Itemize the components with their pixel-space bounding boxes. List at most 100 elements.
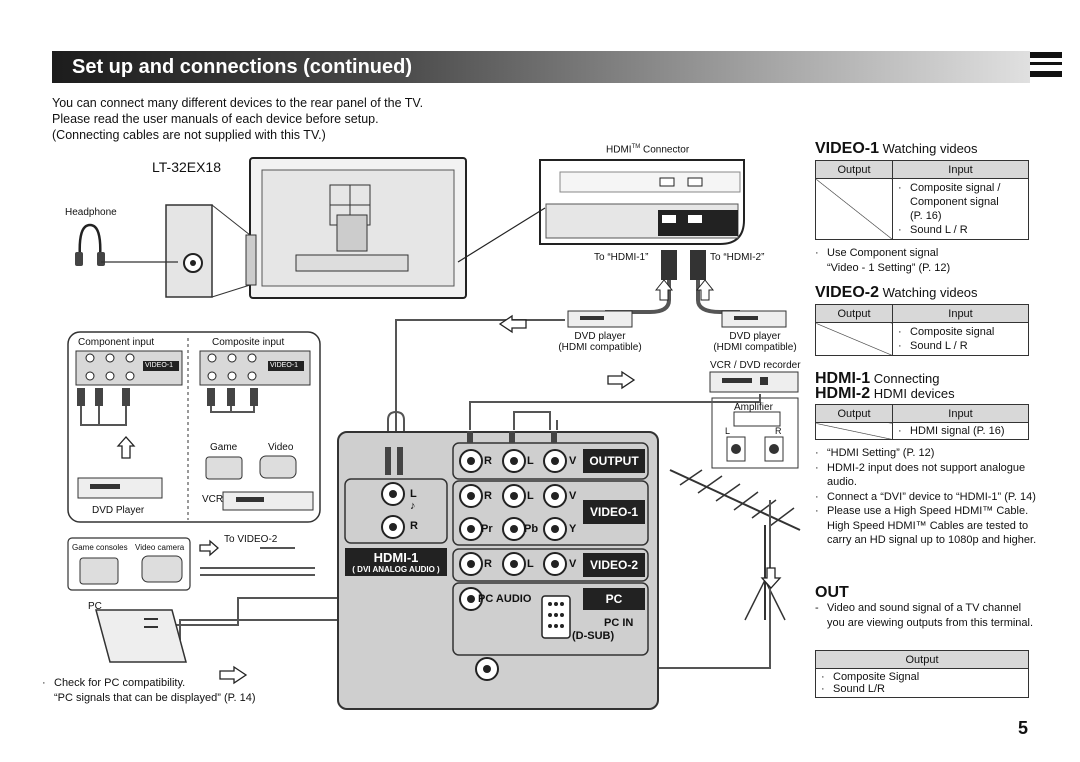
list-item: ·Connect a “DVI” device to “HDMI-1” (P. …	[815, 490, 1037, 505]
item-text: Composite Signal	[833, 671, 920, 683]
bullet-icon: ·	[898, 425, 902, 437]
bullet-icon: ·	[821, 683, 825, 695]
jack-label-pb: Pb	[524, 523, 539, 535]
dvd-player-subtitle: (HDMI compatible)	[713, 342, 797, 353]
bullet-icon: ·	[815, 447, 819, 459]
game-label: Game	[210, 442, 238, 453]
video-label: Video	[268, 442, 294, 453]
jack-label-r: R	[484, 455, 492, 467]
list-item: ·Composite signal /	[898, 181, 1023, 195]
pc-label: PC	[88, 601, 102, 612]
list-item: ·Please use a High Speed HDMI™ Cable. Hi…	[815, 504, 1037, 548]
hdmi1-heading: HDMI-1 Connecting	[815, 370, 940, 388]
list-item: ·HDMI-2 input does not support analogue …	[815, 461, 1037, 490]
hdmi-table: Output Input ·HDMI signal (P. 16)	[815, 404, 1029, 440]
music-note-icon: ♪	[410, 500, 416, 512]
list-item: ·Use Component signal	[815, 246, 1037, 261]
note-text: Please use a High Speed HDMI™ Cable. Hig…	[827, 505, 1037, 546]
jack-label-r: R	[410, 520, 418, 532]
table-header: Output	[815, 304, 893, 323]
table-cell: ·Composite signal / Component signal (P.…	[892, 178, 1029, 240]
hdmi-notes: ·“HDMI Setting” (P. 12) ·HDMI-2 input do…	[815, 446, 1037, 548]
headphone-label: Headphone	[65, 207, 117, 218]
dvd-player-hdmi-left	[567, 310, 633, 328]
table-cell-empty	[815, 322, 893, 356]
out-title: OUT	[815, 584, 849, 601]
hdmi-connector-label: HDMITM Connector	[606, 144, 689, 155]
video2-label: VIDEO-2	[583, 553, 645, 577]
dvd-player-hdmi-label: DVD player (HDMI compatible)	[700, 331, 810, 353]
video2-table: Output Input ·Composite signal ·Sound L …	[815, 304, 1029, 356]
intro-line: You can connect many different devices t…	[52, 96, 424, 110]
item-text: HDMI signal (P. 16)	[910, 425, 1005, 437]
jack-label-r: R	[484, 490, 492, 502]
video1-label: VIDEO-1	[583, 500, 645, 524]
table-header: Input	[892, 404, 1029, 423]
table-cell: ·Composite signal ·Sound L / R	[892, 322, 1029, 356]
note-text: Video and sound signal of a TV channel y…	[827, 602, 1034, 629]
pc-label-box: PC	[583, 588, 645, 610]
table-cell-empty	[815, 422, 893, 440]
dvi-audio-text: ( DVI ANALOG AUDIO )	[352, 565, 440, 574]
hdmi-connector-illustration	[457, 159, 745, 263]
list-item: ·Composite Signal	[821, 671, 1023, 683]
amplifier	[711, 397, 799, 469]
game-consoles-label: Game consoles	[72, 543, 128, 552]
dvd-player-label: DVD Player	[92, 505, 145, 516]
amplifier-left-label: L	[725, 426, 731, 436]
dash-icon: -	[815, 602, 819, 614]
item-text: Sound L / R	[910, 224, 968, 236]
video1-subtitle: Watching videos	[882, 141, 978, 156]
intro-line: (Connecting cables are not supplied with…	[52, 128, 326, 142]
video1-note: ·Use Component signal “Video - 1 Setting…	[815, 246, 1037, 275]
trademark-mark: TM	[631, 144, 641, 150]
jack-label-pr: Pr	[481, 523, 493, 535]
list-item: ·Check for PC compatibility.	[42, 676, 256, 691]
video2-title: VIDEO-2	[815, 284, 880, 301]
video-camera-label: Video camera	[135, 543, 185, 552]
section-header-bar	[52, 51, 1030, 83]
bullet-icon: ·	[815, 490, 819, 503]
jack-label-v: V	[569, 455, 577, 467]
note-text: Use Component signal	[827, 247, 939, 259]
item-text: Component signal	[910, 196, 999, 208]
headphone-jack-panel	[165, 204, 251, 298]
vcr-dvd-recorder	[709, 371, 799, 393]
output-label: OUTPUT	[583, 449, 645, 473]
vcr-label: VCR	[202, 494, 224, 505]
hdmi-connector-suffix: Connector	[640, 144, 690, 156]
list-item: -Video and sound signal of a TV channel …	[815, 601, 1037, 630]
side-tab-marker	[1030, 71, 1062, 77]
arrow-icons	[116, 314, 782, 685]
intro-text: You can connect many different devices t…	[52, 95, 522, 143]
page-number: 5	[1017, 718, 1028, 738]
model-name: LT-32EX18	[152, 159, 222, 175]
jack-label-r: R	[484, 558, 492, 570]
bullet-icon: ·	[42, 677, 46, 689]
video2-subtitle: Watching videos	[882, 285, 978, 300]
hdmi-connector-text: HDMI	[606, 144, 632, 156]
hdmi2-title: HDMI-2	[815, 385, 871, 402]
hdmi1-text: HDMI-1	[373, 550, 419, 565]
intro-line: Please read the user manuals of each dev…	[52, 112, 379, 126]
dvd-player-subtitle: (HDMI compatible)	[558, 342, 642, 353]
table-header: Output	[815, 650, 1029, 669]
bullet-icon: ·	[898, 340, 902, 352]
component-input-label: Component input	[78, 337, 155, 348]
item-text: Composite signal	[910, 326, 995, 338]
to-hdmi2-label: To “HDMI-2”	[710, 252, 765, 263]
video1-heading: VIDEO-1 Watching videos	[815, 140, 978, 158]
hdmi2-subtitle: HDMI devices	[873, 386, 955, 401]
jack-label-l: L	[527, 490, 534, 502]
pc-illustration	[95, 609, 187, 663]
note-text: “Video - 1 Setting” (P. 12)	[827, 261, 951, 274]
list-item: · HDMI signal (P. 16)	[898, 425, 1023, 437]
jack-label-l: L	[527, 455, 534, 467]
hdmi-cables	[605, 250, 740, 314]
bullet-icon: ·	[815, 461, 819, 474]
list-item: ·Sound L/R	[821, 683, 1023, 695]
device-input-box	[67, 331, 321, 523]
bullet-icon: ·	[898, 182, 902, 194]
item-text: (P. 16)	[910, 210, 942, 222]
table-header: Input	[892, 160, 1029, 179]
